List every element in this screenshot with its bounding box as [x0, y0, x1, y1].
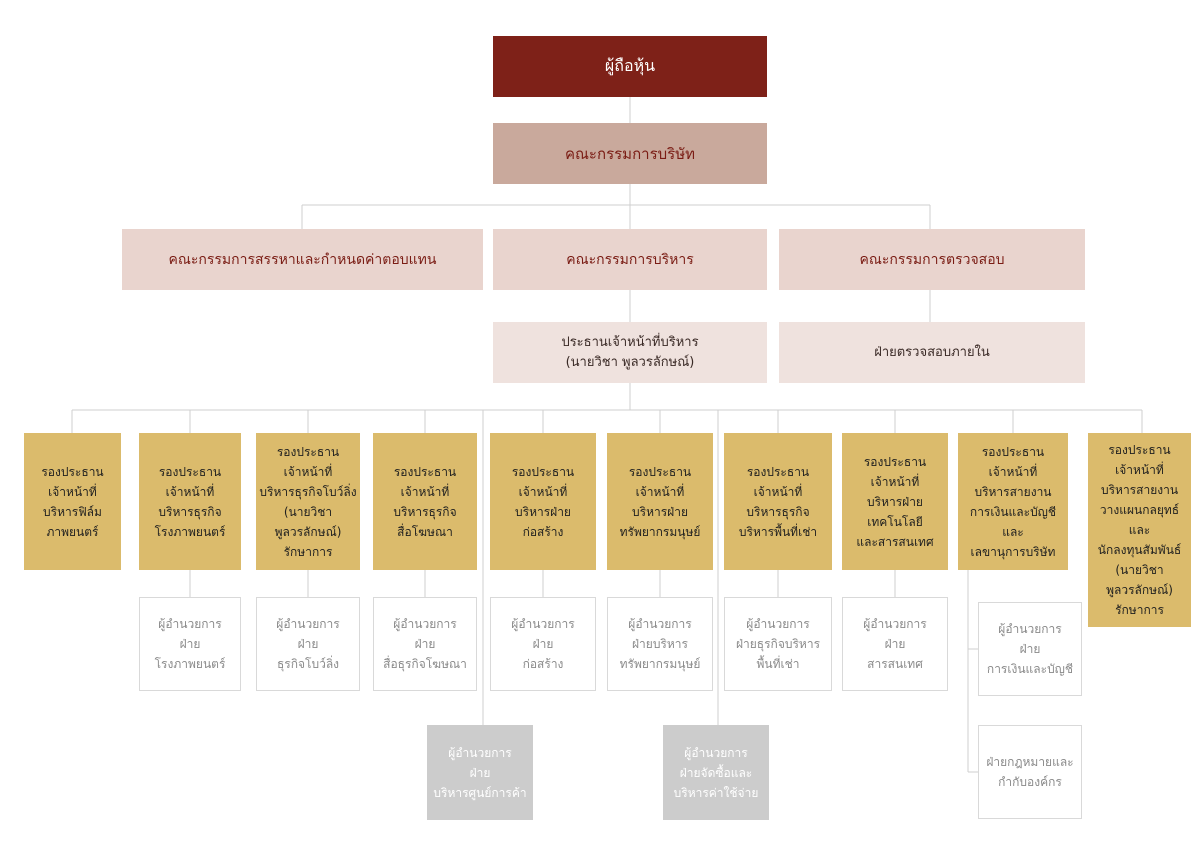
director-construction-box: ผู้อำนวยการ ฝ่าย ก่อสร้าง	[490, 597, 596, 691]
director-bowling-box: ผู้อำนวยการ ฝ่าย ธุรกิจโบว์ลิ่ง	[256, 597, 360, 691]
vp-advertising-box: รองประธาน เจ้าหน้าที่ บริหารธุรกิจ สื่อโ…	[373, 433, 477, 570]
director-cinema-box: ผู้อำนวยการ ฝ่าย โรงภาพยนตร์	[139, 597, 241, 691]
vp-construction-box: รองประธาน เจ้าหน้าที่ บริหารฝ่าย ก่อสร้า…	[490, 433, 596, 570]
director-rental-space-box: ผู้อำนวยการ ฝ่ายธุรกิจบริหาร พื้นที่เช่า	[724, 597, 832, 691]
legal-compliance-box: ฝ่ายกฎหมายและ กำกับองค์กร	[978, 725, 1082, 819]
director-information-box: ผู้อำนวยการ ฝ่าย สารสนเทศ	[842, 597, 948, 691]
shareholders-box: ผู้ถือหุ้น	[493, 36, 767, 97]
ceo-box: ประธานเจ้าหน้าที่บริหาร (นายวิชา พูลวรลั…	[493, 322, 767, 383]
vp-film-box: รองประธาน เจ้าหน้าที่ บริหารฟิล์ม ภาพยนต…	[24, 433, 121, 570]
director-finance-accounting-box: ผู้อำนวยการ ฝ่าย การเงินและบัญชี	[978, 602, 1082, 696]
vp-finance-accounting-box: รองประธาน เจ้าหน้าที่ บริหารสายงาน การเง…	[958, 433, 1068, 570]
vp-information-technology-box: รองประธาน เจ้าหน้าที่ บริหารฝ่าย เทคโนโล…	[842, 433, 948, 570]
vp-cinema-box: รองประธาน เจ้าหน้าที่ บริหารธุรกิจ โรงภา…	[139, 433, 241, 570]
nomination-remuneration-committee-box: คณะกรรมการสรรหาและกำหนดค่าตอบแทน	[122, 229, 483, 290]
director-shopping-center-box: ผู้อำนวยการ ฝ่าย บริหารศูนย์การค้า	[427, 725, 533, 820]
vp-strategic-planning-box: รองประธาน เจ้าหน้าที่ บริหารสายงาน วางแผ…	[1088, 433, 1191, 627]
internal-audit-box: ฝ่ายตรวจสอบภายใน	[779, 322, 1085, 383]
board-of-directors-box: คณะกรรมการบริษัท	[493, 123, 767, 184]
executive-committee-box: คณะกรรมการบริหาร	[493, 229, 767, 290]
audit-committee-box: คณะกรรมการตรวจสอบ	[779, 229, 1085, 290]
director-human-resources-box: ผู้อำนวยการ ฝ่ายบริหาร ทรัพยากรมนุษย์	[607, 597, 713, 691]
director-advertising-box: ผู้อำนวยการ ฝ่าย สื่อธุรกิจโฆษณา	[373, 597, 477, 691]
vp-rental-space-box: รองประธาน เจ้าหน้าที่ บริหารธุรกิจ บริหา…	[724, 433, 832, 570]
vp-bowling-box: รองประธาน เจ้าหน้าที่ บริหารธุรกิจโบว์ลิ…	[256, 433, 360, 570]
vp-human-resources-box: รองประธาน เจ้าหน้าที่ บริหารฝ่าย ทรัพยาก…	[607, 433, 713, 570]
director-procurement-box: ผู้อำนวยการ ฝ่ายจัดซื้อและ บริหารค่าใช้จ…	[663, 725, 769, 820]
